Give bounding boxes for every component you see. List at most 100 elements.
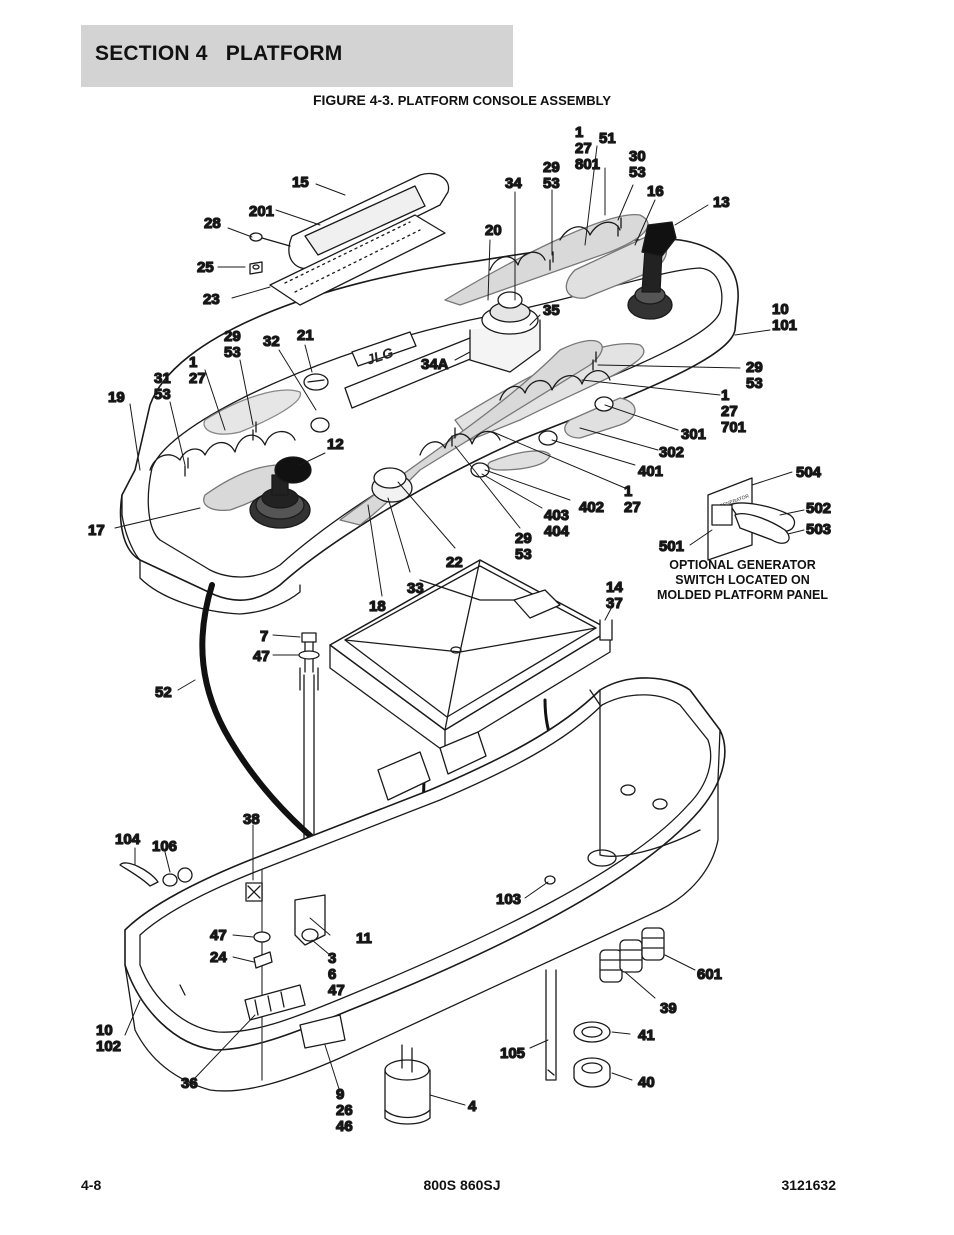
- callout-line: 1: [575, 124, 583, 141]
- callout-line: 10: [96, 1022, 113, 1039]
- callout-line: 13: [713, 194, 730, 211]
- callout-line: 26: [336, 1102, 353, 1119]
- callout-line: 53: [629, 164, 646, 181]
- callout-line: 501: [659, 538, 684, 555]
- callout-34: 34: [505, 175, 522, 192]
- footer-doc-number: 3121632: [781, 1177, 836, 1193]
- callout-line: 404: [544, 523, 570, 540]
- washer-and-nut: [573, 1021, 611, 1088]
- callout-line: 104: [115, 831, 141, 848]
- callout-line: 28: [204, 215, 221, 232]
- callout-16: 16: [647, 183, 664, 200]
- callout-line: 47: [328, 982, 345, 999]
- long-bolt: [545, 969, 557, 1081]
- callout-line: 38: [243, 811, 260, 828]
- callout-line: 53: [515, 546, 532, 563]
- callout-504: 504: [796, 464, 822, 481]
- callout-line: 403: [544, 507, 569, 524]
- callout-23: 23: [203, 291, 220, 308]
- callout-line: 39: [660, 1000, 677, 1017]
- callout-line: 14: [606, 579, 623, 596]
- callout-41: 41: [638, 1027, 655, 1044]
- callout-line: 17: [88, 522, 105, 539]
- callout-line: 37: [606, 595, 623, 612]
- generator-switch-inset: GENERATOR: [707, 477, 796, 561]
- console-lid: JLG: [119, 214, 739, 615]
- callout-line: 24: [210, 949, 227, 966]
- callout-18: 18: [369, 598, 386, 615]
- callout-47a: 47: [253, 648, 270, 665]
- callout-line: 34: [505, 175, 522, 192]
- callout-103: 103: [496, 891, 521, 908]
- callout-line: 19: [108, 389, 125, 406]
- callout-51: 51: [599, 130, 616, 147]
- callout-line: 27: [721, 403, 738, 420]
- callout-32: 32: [263, 333, 280, 350]
- callout-line: 47: [210, 927, 227, 944]
- callout-line: 301: [681, 426, 706, 443]
- callout-13: 13: [713, 194, 730, 211]
- callout-line: 29: [515, 530, 532, 547]
- cable-glands: [599, 927, 665, 983]
- clip-and-grommet: [119, 862, 193, 887]
- callout-line: 25: [197, 259, 214, 276]
- callout-34A: 34A: [421, 356, 449, 373]
- callout-52: 52: [155, 684, 172, 701]
- figure-label: FIGURE 4-3.: [312, 92, 394, 108]
- callout-line: 40: [638, 1074, 655, 1091]
- callout-line: 504: [796, 464, 822, 481]
- callout-line: 15: [292, 174, 309, 191]
- callout-line: 34A: [421, 356, 449, 373]
- callout-302: 302: [659, 444, 684, 461]
- callout-38: 38: [243, 811, 260, 828]
- console-box: [124, 677, 726, 1092]
- callout-line: 51: [599, 130, 616, 147]
- callout-105: 105: [500, 1045, 525, 1062]
- callout-line: 801: [575, 156, 600, 173]
- callout-line: 23: [203, 291, 220, 308]
- display-module: [249, 172, 450, 306]
- callout-line: 53: [543, 175, 560, 192]
- callout-24: 24: [210, 949, 227, 966]
- callout-39: 39: [660, 1000, 677, 1017]
- callout-line: 29: [543, 159, 560, 176]
- footer-model: 800S 860SJ: [423, 1177, 501, 1193]
- callout-25: 25: [197, 259, 214, 276]
- callout-line: 22: [446, 554, 463, 571]
- callout-line: 3: [328, 950, 336, 967]
- figure-caption: PLATFORM CONSOLE ASSEMBLY: [397, 93, 612, 108]
- callout-line: 502: [806, 500, 831, 517]
- callout-line: 302: [659, 444, 684, 461]
- callout-104: 104: [115, 831, 141, 848]
- callout-19: 19: [108, 389, 125, 406]
- callout-201: 201: [249, 203, 274, 220]
- leader-lines: [114, 145, 805, 1106]
- callout-line: 401: [638, 463, 663, 480]
- callout-line: 201: [249, 203, 274, 220]
- callout-line: 35: [543, 302, 560, 319]
- callout-402: 402: [579, 499, 604, 516]
- callout-line: 106: [152, 838, 177, 855]
- generator-note: OPTIONAL GENERATOR SWITCH LOCATED ON MOL…: [640, 558, 845, 603]
- callout-33: 33: [407, 580, 424, 597]
- section-title: SECTION 4 PLATFORM: [95, 42, 343, 65]
- callout-line: 46: [336, 1118, 353, 1135]
- callout-line: 503: [806, 521, 831, 538]
- callout-line: 29: [746, 359, 763, 376]
- footer-page-number: 4-8: [81, 1177, 102, 1193]
- callout-12: 12: [327, 436, 344, 453]
- callout-7: 7: [260, 628, 268, 645]
- section-header: SECTION 4 PLATFORM: [81, 25, 513, 87]
- callout-47b: 47: [210, 927, 227, 944]
- callout-35: 35: [543, 302, 560, 319]
- callout-17: 17: [88, 522, 105, 539]
